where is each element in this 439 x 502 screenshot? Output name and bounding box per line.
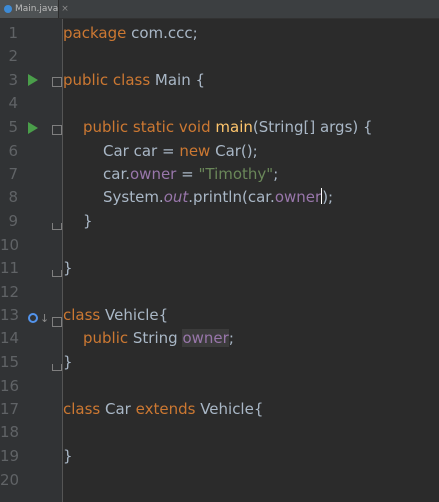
line-number: 16 — [0, 377, 20, 395]
code-line-1: package com.ccc; — [63, 22, 198, 45]
line-number: 9 — [8, 212, 18, 230]
keyword: new — [179, 142, 211, 160]
code-line-3: public class Main { — [63, 69, 205, 92]
code-line-19: } — [63, 445, 73, 468]
code-text: } — [63, 447, 73, 465]
code-text: System. — [103, 188, 164, 206]
code-text: car. — [103, 165, 130, 183]
implemented-overridden-icon[interactable] — [28, 313, 38, 323]
line-number: 2 — [8, 47, 18, 65]
code-text: } — [63, 259, 73, 277]
line-number: 11 — [0, 259, 20, 277]
code-text: com.ccc; — [126, 24, 198, 42]
code-line-13: class Vehicle{ — [63, 304, 168, 327]
keyword: package — [63, 24, 127, 42]
line-number: 17 — [0, 400, 20, 418]
line-number: 6 — [8, 142, 18, 160]
fold-icon[interactable] — [52, 125, 62, 135]
fold-end-icon[interactable] — [52, 223, 62, 230]
run-triangle-icon[interactable] — [28, 122, 38, 134]
line-number: 20 — [0, 471, 20, 489]
line-number: 14 — [0, 329, 20, 347]
tab-label: Main.java — [15, 4, 59, 14]
code-text: = — [176, 165, 199, 183]
code-text: Main { — [150, 71, 206, 89]
fold-end-icon[interactable] — [52, 364, 62, 371]
keyword: public static void — [83, 118, 211, 136]
fold-icon[interactable] — [52, 317, 62, 327]
fold-icon[interactable] — [52, 77, 62, 87]
code-line-6: Car car = new Car(); — [103, 140, 258, 163]
keyword: class — [63, 400, 101, 418]
code-text: Vehicle{ — [100, 306, 169, 324]
line-number: 13 — [0, 306, 20, 324]
code-line-14: public String owner; — [83, 327, 234, 350]
code-text: Car(); — [210, 142, 258, 160]
keyword: class — [63, 306, 101, 324]
code-line-7: car.owner = "Timothy"; — [103, 163, 278, 186]
close-icon[interactable]: × — [61, 4, 69, 14]
line-number: 19 — [0, 447, 20, 465]
code-text: ; — [228, 329, 234, 347]
code-line-8: System.out.println(car.owner); — [103, 186, 333, 209]
editor-tab-bar: Main.java × — [0, 0, 439, 19]
code-line-11: } — [63, 257, 73, 280]
java-class-icon — [4, 5, 12, 13]
run-triangle-icon[interactable] — [28, 74, 38, 86]
code-text: Vehicle{ — [195, 400, 264, 418]
string-literal: "Timothy" — [198, 165, 274, 183]
code-line-5: public static void main(String[] args) { — [83, 116, 373, 139]
code-text: Car car = — [103, 142, 180, 160]
code-text: ); — [322, 188, 334, 206]
code-text: Car — [100, 400, 136, 418]
line-number: 5 — [8, 118, 18, 136]
fold-end-icon[interactable] — [52, 270, 62, 277]
line-number: 10 — [0, 236, 20, 254]
line-number: 1 — [8, 24, 18, 42]
field-name: owner — [130, 165, 177, 183]
line-number: 8 — [8, 188, 18, 206]
line-number: 4 — [8, 94, 18, 112]
keyword: public class — [63, 71, 151, 89]
method-name: main — [215, 118, 253, 136]
code-text: (String[] args) { — [252, 118, 373, 136]
code-text: } — [63, 353, 73, 371]
line-number: 12 — [0, 283, 20, 301]
code-text: ; — [273, 165, 279, 183]
editor-gutter[interactable]: 1 2 3 4 5 6 7 8 9 10 11 12 13 14 15 16 1… — [0, 19, 63, 502]
keyword: public — [83, 329, 129, 347]
code-line-17: class Car extends Vehicle{ — [63, 398, 263, 421]
arrow-down-icon: ↓ — [40, 312, 50, 325]
code-text: } — [83, 212, 93, 230]
code-text: .println(car. — [188, 188, 275, 206]
code-text: String — [128, 329, 183, 347]
static-field: out — [163, 188, 189, 206]
code-line-9: } — [83, 210, 93, 233]
code-editor[interactable]: package com.ccc; public class Main { pub… — [63, 19, 439, 502]
line-number: 18 — [0, 423, 20, 441]
text-caret — [321, 188, 323, 204]
field-name: owner — [274, 188, 322, 206]
line-number: 15 — [0, 353, 20, 371]
code-line-15: } — [63, 351, 73, 374]
tab-main-java[interactable]: Main.java × — [0, 0, 69, 18]
line-number: 3 — [8, 71, 18, 89]
field-name: owner — [182, 329, 229, 347]
keyword: extends — [135, 400, 196, 418]
line-number: 7 — [8, 165, 18, 183]
